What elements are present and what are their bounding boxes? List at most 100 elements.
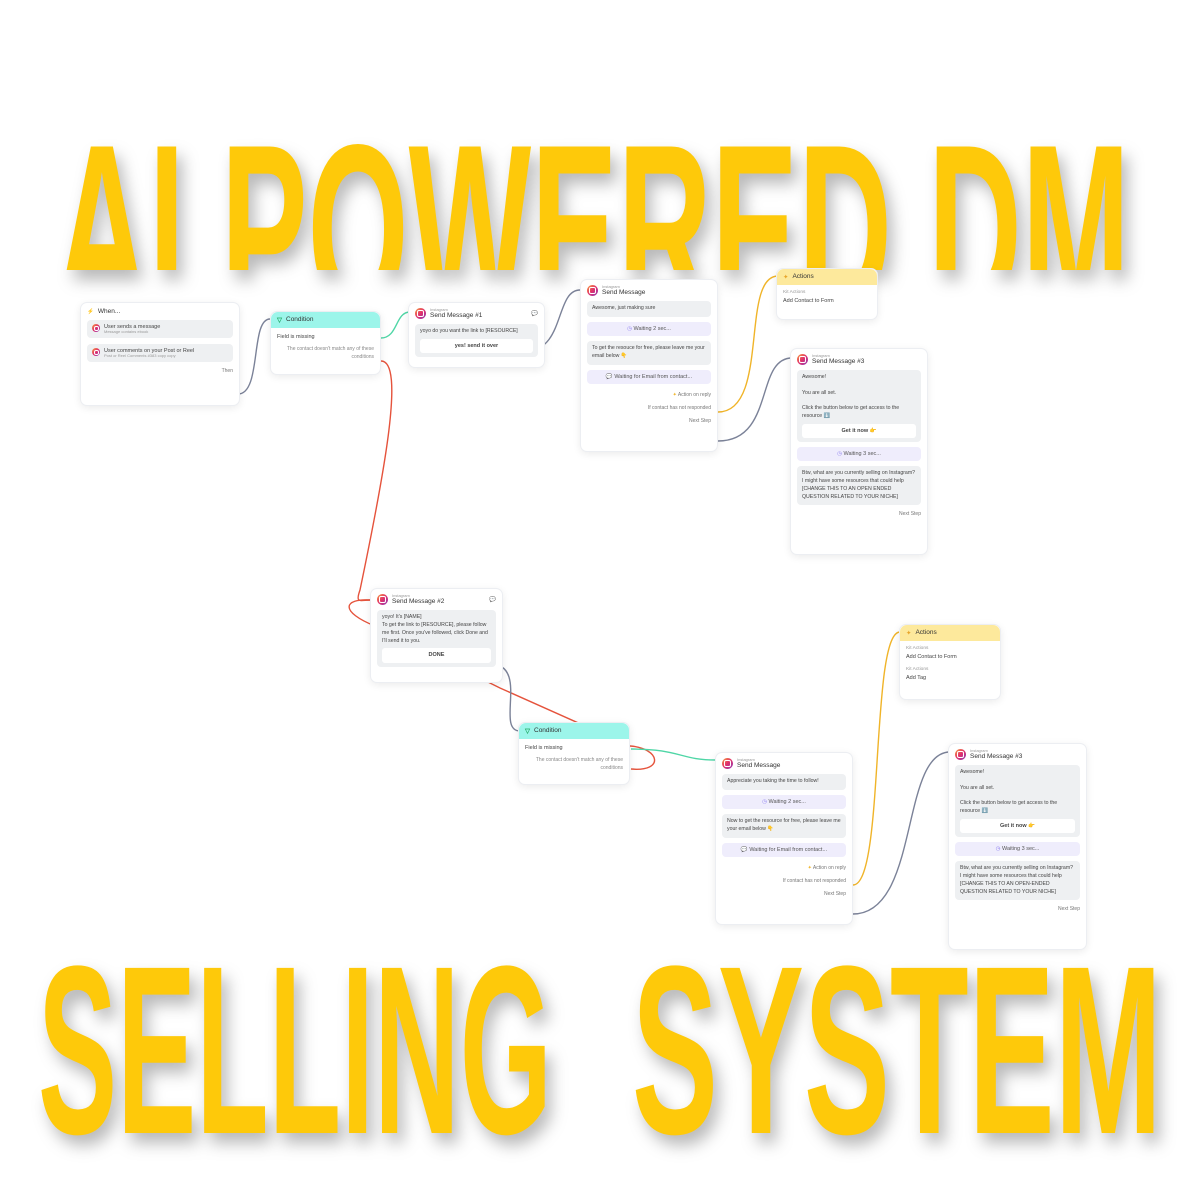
actions-node-2[interactable]: ✦Actions Kit Actions Add Contact to Form… xyxy=(899,624,1001,700)
message-line: Click the button below to get access to … xyxy=(960,800,1058,815)
chat-icon: 💬 xyxy=(605,373,615,380)
wait-label: Waiting 3 sec... xyxy=(1001,846,1040,853)
wait-email-step: 💬 Waiting for Email from contact... xyxy=(722,842,846,857)
actions-title: Actions xyxy=(915,629,937,636)
message-line: You are all set. xyxy=(802,389,837,396)
message-text: yoyo do you want the link to [RESOURCE] xyxy=(420,328,518,335)
trigger-label: User sends a message xyxy=(104,324,161,331)
condition-node-1[interactable]: ▽Condition Field is missing The contact … xyxy=(270,311,381,375)
edge-cond2-smbottom xyxy=(630,748,717,761)
wait-email-step: 💬 Waiting for Email from contact... xyxy=(587,369,711,384)
condition-title: Condition xyxy=(286,316,314,323)
headline-selling: SELLING xyxy=(38,940,552,1150)
next-step-output[interactable]: Next Step xyxy=(824,890,846,897)
wait-label: Waiting 2 sec... xyxy=(768,798,806,805)
node-title: Send Message #2 xyxy=(392,598,445,605)
wait-step: ◷ Waiting 2 sec... xyxy=(587,321,711,336)
message-text: Awesome, just making sure xyxy=(587,301,711,317)
message-line: Awesome! xyxy=(960,769,985,776)
platform-label: Instagram xyxy=(737,757,755,762)
actions-node-1[interactable]: ✦Actions Kit Actions Add Contact to Form xyxy=(776,268,878,320)
not-responded-output[interactable]: If contact has not responded xyxy=(647,404,711,411)
condition-node-2[interactable]: ▽ Condition Field is missing The contact … xyxy=(518,722,630,785)
clock-icon: ◷ xyxy=(995,846,1002,853)
wait-step: ◷ Waiting 3 sec... xyxy=(955,842,1080,857)
message-text: Btw, what are you currently selling on I… xyxy=(797,466,921,506)
headline-system: SYSTEM xyxy=(632,940,1162,1150)
node-title: Send Message xyxy=(737,762,781,769)
condition-field: Field is missing xyxy=(277,334,315,340)
condition-title: Condition xyxy=(534,727,562,734)
trigger-sub: Message contains ebook xyxy=(104,329,149,335)
message-line: Click the button below to get access to … xyxy=(802,405,900,420)
action-on-reply-output[interactable]: ✦ Action on reply xyxy=(587,389,711,402)
action-group: Kit Actions xyxy=(906,666,929,672)
wait-label: Waiting 3 sec... xyxy=(843,451,881,458)
instagram-icon xyxy=(797,354,808,366)
filter-icon: ▽ xyxy=(525,728,530,735)
trigger-title: When... xyxy=(97,308,121,315)
chat-icon: 💬 xyxy=(489,596,496,603)
edge-smbottom-actions2 xyxy=(852,631,901,886)
chat-icon: 💬 xyxy=(740,846,750,853)
platform-label: Instagram xyxy=(430,307,448,312)
next-step-output[interactable]: Next Step xyxy=(689,417,711,424)
message-line: yoyo! It's [NAME] xyxy=(382,614,422,621)
output-label: Action on reply xyxy=(812,864,846,871)
edge-cond1-sm1 xyxy=(380,311,411,339)
action-label: Add Contact to Form xyxy=(906,653,957,660)
edge-cond1-sm2 xyxy=(357,360,393,602)
sparkle-icon: ✦ xyxy=(906,630,912,637)
condition-else: The contact doesn't match any of these c… xyxy=(286,346,374,360)
get-it-now-button[interactable]: Get it now 👉 xyxy=(960,818,1075,834)
message-line: You are all set. xyxy=(960,784,995,791)
node-title: Send Message #3 xyxy=(970,753,1023,760)
wait-label: Waiting for Email from contact... xyxy=(749,846,828,853)
next-step-output[interactable]: Next Step xyxy=(1058,906,1080,913)
get-it-now-button[interactable]: Get it now 👉 xyxy=(802,423,916,439)
edge-smtop-actions1 xyxy=(717,275,779,413)
instagram-icon xyxy=(587,285,598,297)
sparkle-icon: ✦ xyxy=(783,274,789,281)
action-group: Kit Actions xyxy=(783,290,806,295)
headline-top: AI POWERED DM xyxy=(55,95,1130,270)
wait-step: ◷ Waiting 2 sec... xyxy=(722,794,846,809)
action-on-reply-output[interactable]: ✦ Action on reply xyxy=(722,862,846,875)
message-text: Now to get the resource for free, please… xyxy=(722,813,846,838)
node-title: Send Message #1 xyxy=(430,312,483,319)
condition-else: The contact doesn't match any of these c… xyxy=(535,757,623,771)
message-line: To get the link to [RESOURCE], please fo… xyxy=(382,621,488,644)
sparkle-icon: ✦ xyxy=(672,391,678,398)
node-title: Send Message xyxy=(602,289,646,296)
lightning-icon: ⚡ xyxy=(87,308,94,315)
done-button[interactable]: DONE xyxy=(382,648,491,663)
next-step-output[interactable]: Next Step xyxy=(899,511,921,518)
not-responded-output[interactable]: If contact has not responded xyxy=(782,877,846,884)
platform-label: Instagram xyxy=(602,284,620,289)
then-output[interactable]: Then xyxy=(221,368,233,375)
instagram-icon xyxy=(92,348,100,357)
reply-button[interactable]: yes! send it over xyxy=(420,338,533,354)
wait-step: ◷ Waiting 3 sec... xyxy=(797,447,921,462)
wait-label: Waiting for Email from contact... xyxy=(614,373,693,380)
message-text: Btw, what are you currently selling on I… xyxy=(955,861,1080,901)
clock-icon: ◷ xyxy=(837,451,844,458)
action-label: Add Contact to Form xyxy=(783,297,834,304)
instagram-icon xyxy=(722,758,733,770)
condition-field: Field is missing xyxy=(525,745,563,751)
instagram-icon xyxy=(415,308,426,320)
headline-bottom: SELLING SYSTEM xyxy=(38,940,1162,1150)
edge-smbottom-sm3 xyxy=(852,751,951,915)
clock-icon: ◷ xyxy=(762,798,769,805)
headline-top-text: AI POWERED DM xyxy=(55,95,1130,270)
instagram-icon xyxy=(92,324,100,333)
